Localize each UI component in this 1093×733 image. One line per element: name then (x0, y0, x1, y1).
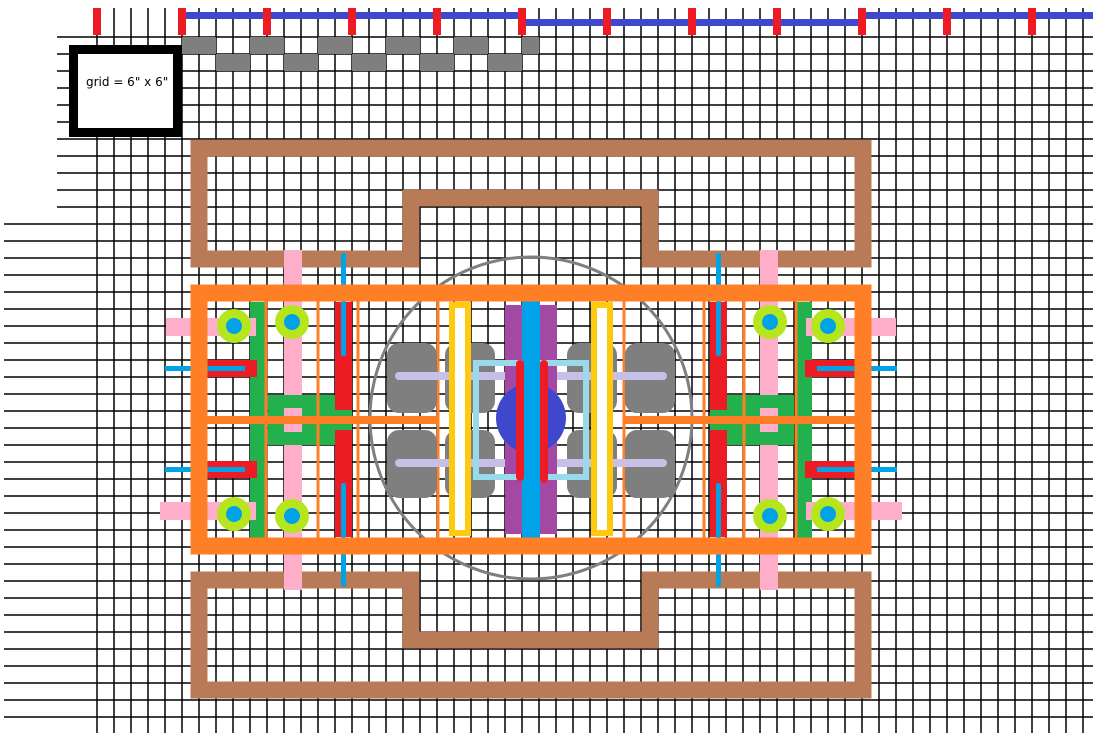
red-tick (603, 8, 611, 35)
red-guide (516, 360, 524, 481)
orange-crossbar (625, 416, 863, 424)
gray-checker-cell (182, 37, 216, 54)
center-assembly (387, 300, 675, 538)
blue-rod (716, 483, 721, 587)
blue-hub (762, 314, 778, 330)
blue-hub (820, 506, 836, 522)
gray-checker-cell (250, 37, 284, 54)
gray-checker-cell (352, 54, 386, 71)
gray-checker-cell (488, 54, 522, 71)
bottom-brown-frame (190, 571, 872, 699)
yellow-rail (449, 302, 471, 536)
red-tick-marks (93, 8, 1036, 35)
red-tick (263, 8, 271, 35)
scale-legend-label: grid = 6" x 6" (86, 75, 169, 89)
scale-legend-box: grid = 6" x 6" (69, 45, 182, 137)
orange-frame (190, 284, 872, 555)
top-rails (185, 12, 1093, 26)
gray-checker-cell (454, 37, 488, 54)
red-tick (773, 8, 781, 35)
orange-crossbar (207, 416, 437, 424)
blue-rail-segment (860, 12, 1093, 19)
gray-checker-cell (522, 37, 539, 54)
red-tick (1028, 8, 1036, 35)
gray-checker-cell (284, 54, 318, 71)
blue-rod (341, 483, 346, 587)
gray-checker-cell (318, 37, 352, 54)
red-tick (858, 8, 866, 35)
blue-hub (820, 318, 836, 334)
red-tick (433, 8, 441, 35)
red-tick (93, 8, 101, 35)
orange-divider (622, 300, 626, 540)
gray-checker-cell (420, 54, 454, 71)
gray-checker-cell (216, 54, 250, 71)
red-tick (688, 8, 696, 35)
blue-hub (284, 314, 300, 330)
blue-hub (226, 318, 242, 334)
red-tick (943, 8, 951, 35)
red-guide (540, 360, 548, 483)
orange-divider (436, 300, 440, 540)
gray-checker-cell (386, 37, 420, 54)
red-tick (348, 8, 356, 35)
blue-hub (762, 508, 778, 524)
red-tick (518, 8, 526, 35)
blue-rod (716, 253, 721, 356)
blue-hub (284, 508, 300, 524)
blue-hub (226, 506, 242, 522)
center-blue-beam (522, 300, 540, 538)
red-tick (178, 8, 186, 35)
yellow-rail (591, 302, 613, 536)
gray-checker-pattern (182, 37, 539, 71)
blue-rod (341, 253, 346, 356)
top-brown-frame (190, 139, 872, 268)
